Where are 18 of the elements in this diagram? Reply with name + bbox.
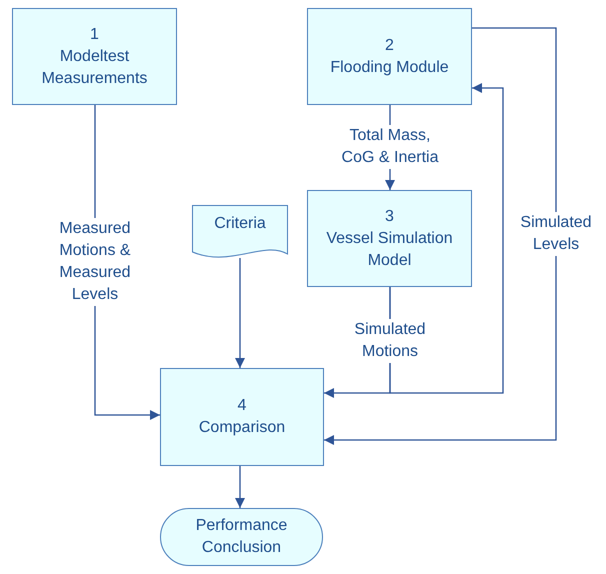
connector-arrow xyxy=(235,466,245,508)
node-text: Vessel Simulation Model xyxy=(325,228,454,270)
node-text: 1 xyxy=(90,24,99,44)
node-text: Flooding Module xyxy=(330,58,449,78)
node-text: Criteria xyxy=(214,214,266,234)
process-box xyxy=(307,190,472,287)
process-box xyxy=(12,8,177,105)
connector-arrow xyxy=(235,258,245,368)
node-text: Comparison xyxy=(198,418,286,438)
node-text: 3 xyxy=(385,206,394,226)
process-box xyxy=(160,368,324,466)
node-text: 2 xyxy=(385,36,394,56)
connector-arrow xyxy=(389,83,504,394)
connector-arrow xyxy=(324,27,557,445)
process-box xyxy=(307,8,472,105)
node-text: Performance Conclusion xyxy=(194,516,288,558)
node-text: Modeltest Measurements xyxy=(40,46,148,88)
node-text: 4 xyxy=(238,396,246,416)
